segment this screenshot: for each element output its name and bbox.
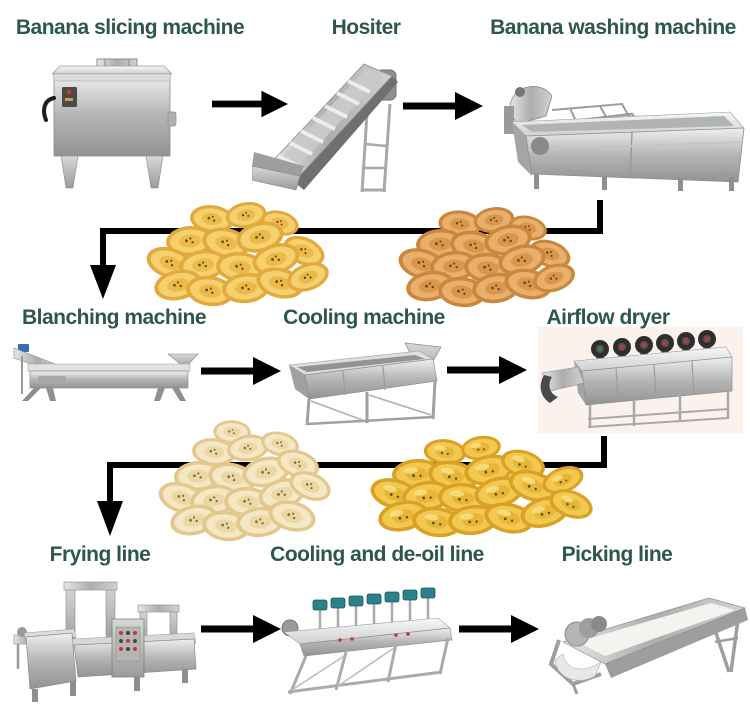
blanching-machine-image	[13, 344, 199, 401]
banana-chips-pile-4-image	[366, 433, 597, 540]
label-cooling-machine: Cooling machine	[283, 306, 445, 329]
flow-connector-washing-to-blanching-icon	[90, 200, 603, 299]
cooling-deoil-line-image	[281, 587, 453, 695]
label-frying-line: Frying line	[49, 543, 151, 566]
frying-line-image	[13, 581, 197, 702]
label-hositer: Hositer	[331, 16, 401, 39]
airflow-dryer-image	[538, 327, 743, 433]
label-banana-washing-machine: Banana washing machine	[490, 16, 736, 39]
flow-arrow-slicing-to-hoister-icon	[212, 90, 288, 118]
banana-washing-machine-image	[504, 86, 745, 191]
picking-line-image	[548, 597, 748, 695]
label-cooling-and-deoil-line: Cooling and de-oil line	[270, 543, 484, 566]
flow-connector-dryer-to-frying-icon	[97, 436, 607, 536]
cooling-machine-image	[288, 342, 442, 426]
hoister-conveyor-image	[252, 63, 398, 193]
flow-arrow-hoister-to-washing-icon	[403, 92, 483, 120]
banana-chips-pile-1-image	[142, 198, 333, 310]
banana-chips-pile-2-image	[394, 204, 579, 310]
label-blanching-machine: Blanching machine	[21, 306, 207, 329]
flow-arrow-deoil-to-picking-icon	[459, 615, 539, 643]
flow-arrow-cooling-to-dryer-icon	[447, 356, 527, 384]
label-picking-line: Picking line	[561, 543, 673, 566]
banana-slicing-machine-image	[42, 58, 177, 189]
flow-arrow-frying-to-deoil-icon	[201, 615, 281, 643]
label-airflow-dryer: Airflow dryer	[546, 306, 670, 329]
banana-chips-pile-3-image	[154, 419, 336, 545]
label-banana-slicing-machine: Banana slicing machine	[15, 16, 245, 39]
flow-arrow-blanching-to-cooling-icon	[201, 357, 281, 385]
